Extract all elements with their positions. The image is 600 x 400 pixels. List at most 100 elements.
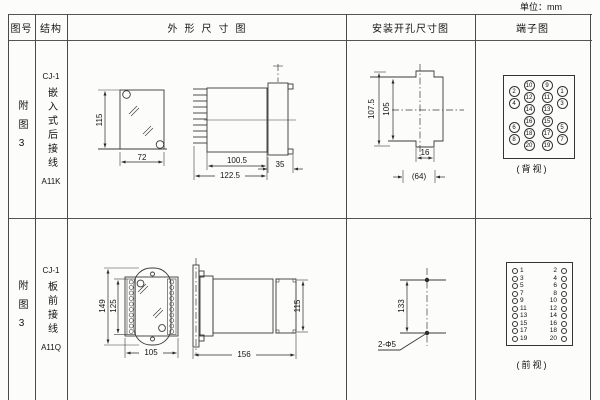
mount-type-row1: 嵌入式后接线 xyxy=(45,87,57,171)
terminal-num-6: 6 xyxy=(553,282,557,289)
terminal-num-7: 7 xyxy=(520,289,524,297)
outline-drawing-cell-row2: 149 125 105 156 115 xyxy=(67,218,346,400)
dim-cutout-width: (64) xyxy=(407,173,431,181)
terminal-num-20: 20 xyxy=(549,334,557,342)
unit-label: 单位：mm xyxy=(520,2,562,12)
dim-body-length: 100.5 xyxy=(226,156,248,165)
terminal-10: 10 xyxy=(523,79,535,91)
dim-total-length: 122.5 xyxy=(215,172,245,180)
terminal-hole-14 xyxy=(561,313,567,319)
terminal-num-14: 14 xyxy=(549,312,557,319)
terminal-num-12: 12 xyxy=(549,304,557,312)
terminal-hole-12 xyxy=(561,305,567,312)
terminal-8: 8 xyxy=(508,133,520,145)
header-outline: 外形尺寸图 xyxy=(167,23,253,35)
terminal-hole-4 xyxy=(561,275,567,282)
dim-flange-depth: 35 xyxy=(275,160,285,169)
terminal-17: 17 xyxy=(541,127,553,139)
header-divider xyxy=(8,40,592,41)
terminal-hole-19 xyxy=(512,335,518,342)
terminal-14: 14 xyxy=(523,103,535,115)
terminal-hole-18 xyxy=(561,328,567,334)
terminal-num-15: 15 xyxy=(520,319,528,327)
terminal-4: 4 xyxy=(508,97,520,109)
terminal-num-4: 4 xyxy=(553,274,557,282)
terminal-7: 7 xyxy=(556,133,568,145)
terminal-12: 12 xyxy=(523,91,535,103)
terminal-hole-11 xyxy=(512,305,518,312)
dim-hole-spacing: 133 xyxy=(397,299,406,313)
terminal-num-11: 11 xyxy=(520,304,527,312)
install-drawing-cell-row2: 133 2-Φ5 xyxy=(346,218,475,400)
header-terminal: 端子图 xyxy=(516,23,549,35)
outline-drawing-row2 xyxy=(104,258,308,359)
fig-no-row1: 附图3 xyxy=(16,100,27,158)
dim-plate-height: 149 xyxy=(98,299,107,313)
col-divider-2 xyxy=(67,14,68,400)
mount-type-row2: 板前接线 xyxy=(45,281,57,337)
terminal-hole-7 xyxy=(512,290,518,297)
terminal-20: 20 xyxy=(523,139,535,151)
terminal-hole-10 xyxy=(561,298,567,304)
table-right-border xyxy=(590,14,591,400)
dim-total-length-row2: 156 xyxy=(232,351,256,359)
model-row1: CJ-1 xyxy=(42,72,60,81)
col-divider-4 xyxy=(475,14,476,400)
terminal-hole-8 xyxy=(561,290,567,297)
terminal-num-2: 2 xyxy=(553,267,557,274)
install-drawing-cell-row1: 107.5 105 16 (64) xyxy=(346,40,475,218)
terminal-1: 1 xyxy=(556,85,568,97)
terminal-num-3: 3 xyxy=(520,274,524,282)
header-structure: 结构 xyxy=(40,23,62,35)
row-divider xyxy=(8,218,592,219)
dim-front-width-row2: 105 xyxy=(139,349,163,357)
dim-side-height-row2: 115 xyxy=(293,299,302,313)
terminal-caption-rear: (背视) xyxy=(516,164,549,174)
fig-no-row2: 附图3 xyxy=(16,280,27,338)
install-drawing-row1 xyxy=(370,64,464,183)
terminal-num-18: 18 xyxy=(549,327,557,334)
terminal-hole-9 xyxy=(512,298,518,304)
terminal-11: 11 xyxy=(541,91,553,103)
table-left-border xyxy=(8,14,9,400)
terminal-hole-13 xyxy=(512,313,518,319)
terminal-num-16: 16 xyxy=(549,319,557,327)
header-fig-no: 图号 xyxy=(10,23,33,35)
terminal-num-17: 17 xyxy=(520,327,528,334)
dim-front-height: 115 xyxy=(95,113,104,127)
structure-cell-row2: CJ-1 板前接线 A11Q xyxy=(35,218,67,400)
col-divider-1 xyxy=(35,14,36,400)
terminal-caption-front: (前视) xyxy=(516,360,549,370)
terminal-hole-15 xyxy=(512,320,518,327)
terminal-num-8: 8 xyxy=(553,289,557,297)
terminal-num-19: 19 xyxy=(520,334,528,342)
terminal-19: 19 xyxy=(541,139,553,151)
install-drawing-row2 xyxy=(378,268,446,351)
dim-strip-height: 125 xyxy=(109,299,118,313)
terminal-num-5: 5 xyxy=(520,282,524,289)
terminal-9: 9 xyxy=(541,79,553,91)
terminal-18: 18 xyxy=(523,127,535,139)
dim-cutout-inner-height: 105 xyxy=(382,102,391,116)
terminal-13: 13 xyxy=(541,103,553,115)
terminal-hole-5 xyxy=(512,283,518,289)
terminal-hole-2 xyxy=(561,268,567,274)
outline-drawing-cell-row1: 115 72 100.5 122.5 35 xyxy=(67,40,346,218)
code-row2: A11Q xyxy=(41,343,61,352)
terminal-num-1: 1 xyxy=(520,267,524,274)
terminal-5: 5 xyxy=(556,121,568,133)
terminal-num-13: 13 xyxy=(520,312,528,319)
terminal-2: 2 xyxy=(508,85,520,97)
terminal-6: 6 xyxy=(508,121,520,133)
dim-hole-diameter: 2-Φ5 xyxy=(378,340,396,349)
structure-cell-row1: CJ-1 嵌入式后接线 A11K xyxy=(35,40,67,218)
dim-front-width: 72 xyxy=(137,153,147,162)
code-row1: A11K xyxy=(41,177,61,186)
terminal-num-10: 10 xyxy=(549,297,557,304)
col-divider-3 xyxy=(346,14,347,400)
